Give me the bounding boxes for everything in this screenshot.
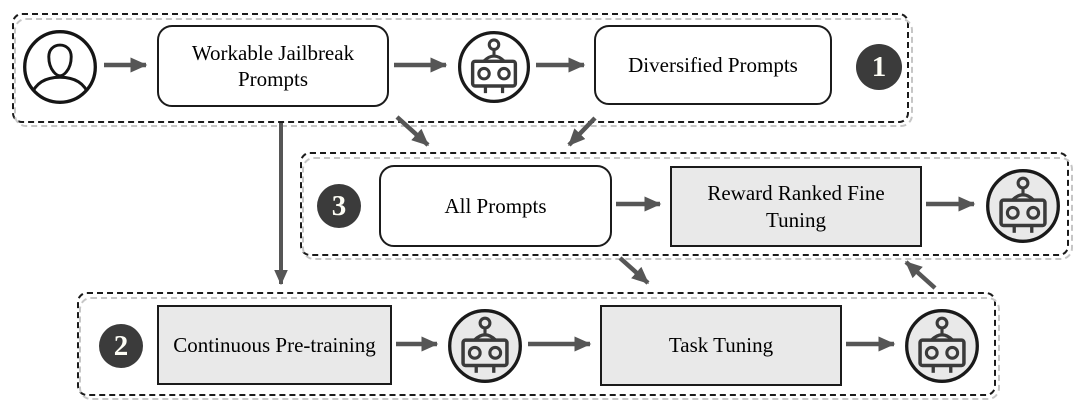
reward-ranked-fine-tuning-label: Reward Ranked Fine Tuning	[707, 181, 885, 232]
arrow-stage3-to-stage2	[618, 256, 650, 285]
task-tuning-box: Task Tuning	[600, 305, 842, 386]
stage2-number-badge: 2	[99, 324, 143, 368]
stage2-group: 2 Continuous Pre-training Task Tuning	[77, 292, 1000, 400]
all-prompts-label: All Prompts	[444, 193, 547, 218]
continuous-pretraining-box: Continuous Pre-training	[157, 305, 392, 385]
stage3-group: 3 All Prompts Reward Ranked Fine Tuning	[300, 152, 1073, 260]
diversified-prompts-label: Diversified Prompts	[628, 52, 798, 77]
continuous-pretraining-label: Continuous Pre-training	[173, 332, 376, 357]
robot-icon	[456, 29, 532, 105]
diversified-prompts-box: Diversified Prompts	[594, 25, 832, 105]
task-tuning-label: Task Tuning	[668, 333, 774, 358]
reward-ranked-fine-tuning-box: Reward Ranked Fine Tuning	[670, 166, 922, 247]
person-icon	[21, 28, 99, 106]
stage1-number-badge: 1	[856, 44, 902, 90]
robot-icon	[446, 307, 524, 385]
robot-icon	[903, 307, 981, 385]
all-prompts-box: All Prompts	[379, 165, 612, 247]
arrow-stage2-to-stage3	[904, 260, 937, 290]
stage3-number-badge: 3	[317, 184, 361, 228]
robot-icon	[984, 167, 1062, 245]
stage1-group: Workable Jailbreak Prompts Diversified P…	[12, 13, 913, 127]
workable-jailbreak-prompts-label: Workable Jailbreak Prompts	[191, 40, 355, 91]
workable-jailbreak-prompts-box: Workable Jailbreak Prompts	[157, 25, 389, 107]
